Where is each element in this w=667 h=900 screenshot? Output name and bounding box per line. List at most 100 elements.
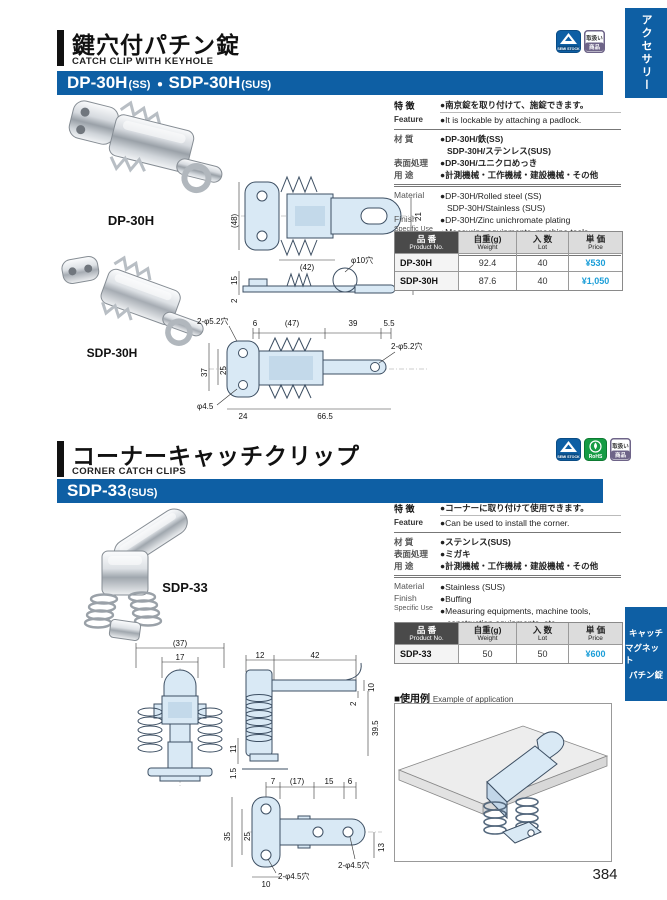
dim-hole-45-bottom: 2-φ4.5穴 bbox=[278, 871, 309, 881]
dim-24: 24 bbox=[239, 412, 248, 421]
cell-lot: 40 bbox=[517, 254, 569, 272]
dim-39-5: 39.5 bbox=[371, 720, 380, 736]
dim-1-5: 1.5 bbox=[229, 767, 238, 779]
cell-lot: 50 bbox=[517, 645, 569, 663]
dim-39: 39 bbox=[349, 319, 358, 328]
model-sdp30h-material: (SUS) bbox=[241, 78, 272, 91]
spec-label-use-jp: 用 途 bbox=[394, 170, 414, 180]
section1-title: 鍵穴付パチン錠 bbox=[72, 32, 240, 58]
dim-10b: 10 bbox=[262, 880, 271, 889]
spec-material-en-2: SDP-30H/Stainless (SUS) bbox=[447, 203, 546, 213]
dim-6b: 6 bbox=[348, 777, 353, 786]
cell-price: ¥600 bbox=[585, 649, 606, 659]
drawing-dp30h-plan: 2-φ5.2穴 6 (47) 39 5.5 2-φ5.2穴 37 25 φ4.5… bbox=[197, 316, 427, 421]
dim-35: 35 bbox=[223, 832, 232, 841]
dim-11: 11 bbox=[229, 744, 238, 753]
section2-title-en: CORNER CATCH CLIPS bbox=[72, 466, 187, 477]
spec-material-en-1: ●DP-30H/Rolled steel (SS) bbox=[440, 191, 542, 201]
spec-label-specific-use: Specific Use bbox=[394, 226, 433, 233]
spec-specific-use-1: ●Measuring equipments, machine tools, bbox=[440, 606, 591, 616]
dim-hole-10: φ10穴 bbox=[351, 255, 373, 265]
spec-label-feature-jp: 特 徴 bbox=[394, 504, 415, 514]
spec-finish-en: ●Buffing bbox=[440, 594, 472, 604]
spec-feature-en: ●Can be used to install the corner. bbox=[440, 518, 570, 528]
dim-12: 12 bbox=[256, 651, 265, 660]
side-tab-accessory[interactable]: アクセサリー bbox=[625, 8, 667, 98]
photo-sdp-30h bbox=[61, 255, 204, 346]
usage-header-jp: ■使用例 bbox=[394, 694, 431, 705]
spec-use-jp: ●計測機械・工作機械・建設機械・その他 bbox=[440, 170, 599, 180]
dim-hole-52-left: 2-φ5.2穴 bbox=[197, 316, 228, 326]
side-tab-line1: キャッチ bbox=[628, 628, 663, 638]
spec-finish-en: ●DP-30H/Zinc unichromate plating bbox=[440, 215, 571, 225]
photo-dp-30h bbox=[68, 100, 223, 194]
photo-label-sdp-30h: SDP-30H bbox=[86, 346, 138, 360]
handled-label-2: 商品 bbox=[589, 43, 601, 51]
dim-2: 2 bbox=[230, 298, 239, 303]
model-dp30h-material: (SS) bbox=[128, 78, 151, 91]
dim-25b: 25 bbox=[243, 832, 252, 841]
section2-title-bar bbox=[57, 441, 64, 477]
semi-stock-icon: SEMI STOCK bbox=[556, 438, 581, 461]
dim-37b: (37) bbox=[173, 639, 188, 648]
col-header-weight: 自重(g)Weight bbox=[459, 232, 517, 254]
rohs-icon: RoHS bbox=[584, 438, 607, 461]
usage-example-header: ■使用例 Example of application bbox=[394, 690, 513, 705]
spec-label-material-jp: 材 質 bbox=[394, 537, 414, 547]
spec-feature-jp: ●南京錠を取り付けて、施錠できます。 bbox=[440, 100, 589, 110]
photo-label-sdp-33: SDP-33 bbox=[162, 580, 208, 595]
spec-label-finish-en: Finish bbox=[394, 593, 417, 603]
spec-feature-jp: ●コーナーに取り付けて使用できます。 bbox=[440, 503, 589, 513]
spec-label-finish-jp: 表面処理 bbox=[394, 549, 429, 559]
dim-21: 21 bbox=[414, 212, 423, 221]
usage-example-illustration bbox=[397, 725, 609, 844]
spec-material-jp-2: SDP-30H/ステンレス(SUS) bbox=[447, 146, 551, 156]
cell-weight: 50 bbox=[459, 645, 517, 663]
section1-title-en: CATCH CLIP WITH KEYHOLE bbox=[72, 56, 214, 67]
dim-hole-52-right: 2-φ5.2穴 bbox=[391, 341, 422, 351]
semi-stock-label: SEMI STOCK bbox=[557, 455, 580, 459]
spec-material-jp: ●ステンレス(SUS) bbox=[440, 537, 511, 547]
side-tab-line3: パチン錠 bbox=[628, 670, 663, 680]
cell-product-no: SDP-33 bbox=[395, 645, 459, 663]
semi-stock-icon: SEMI STOCK bbox=[556, 30, 581, 53]
cell-lot: 40 bbox=[517, 272, 569, 290]
usage-header-en: Example of application bbox=[432, 695, 514, 704]
dim-42b: 42 bbox=[311, 651, 320, 660]
dim-5-5: 5.5 bbox=[383, 319, 395, 328]
dim-13: 13 bbox=[377, 843, 386, 852]
spec-label-feature-jp: 特 徴 bbox=[394, 101, 415, 111]
dim-42: (42) bbox=[300, 263, 315, 272]
model-dp30h: DP-30H bbox=[67, 73, 128, 92]
drawing-sdp33-plan: 7 (17) 15 6 35 25 13 2-φ4.5穴 2-φ4.5穴 10 bbox=[223, 777, 386, 889]
spec-feature-en: ●It is lockable by attaching a padlock. bbox=[440, 115, 582, 125]
side-tab-catch-magnet-latch[interactable]: キャッチ マグネット パチン錠 bbox=[625, 607, 667, 701]
section2-title: コーナーキャッチクリップ bbox=[72, 443, 360, 469]
photo-label-dp-30h: DP-30H bbox=[107, 213, 155, 228]
handled-product-icon: 取扱い 商品 bbox=[584, 30, 605, 53]
drawing-sdp33-side: 12 42 10 2 39.5 11 1.5 bbox=[229, 651, 380, 779]
spec-label-specific-use: Specific Use bbox=[394, 605, 433, 612]
section1-model-banner: DP-30H (SS) ・ SDP-30H (SUS) bbox=[57, 71, 603, 95]
dim-7: 7 bbox=[271, 777, 276, 786]
semi-stock-label: SEMI STOCK bbox=[557, 47, 580, 51]
price-row-sdp-30h: SDP-30H 87.6 40 ¥1,050 bbox=[395, 272, 622, 290]
cell-product-no: SDP-30H bbox=[395, 272, 459, 290]
dim-6: 6 bbox=[253, 319, 258, 328]
spec-material-jp-1: ●DP-30H/鉄(SS) bbox=[440, 134, 504, 144]
drawing-sdp33-front: (37) 17 bbox=[135, 639, 225, 786]
cell-price: ¥1,050 bbox=[581, 276, 610, 286]
spec-table-sdp33: 特 徴 Feature ●コーナーに取り付けて使用できます。 ●Can be u… bbox=[394, 502, 621, 638]
cell-weight: 92.4 bbox=[459, 254, 517, 272]
dim-37: 37 bbox=[200, 368, 209, 377]
model-sdp33: SDP-33 bbox=[67, 481, 127, 500]
spec-label-use-jp: 用 途 bbox=[394, 561, 414, 571]
rohs-label: RoHS bbox=[589, 454, 603, 460]
price-row-sdp-33: SDP-33 50 50 ¥600 bbox=[395, 645, 622, 663]
page-number: 384 bbox=[592, 866, 618, 883]
